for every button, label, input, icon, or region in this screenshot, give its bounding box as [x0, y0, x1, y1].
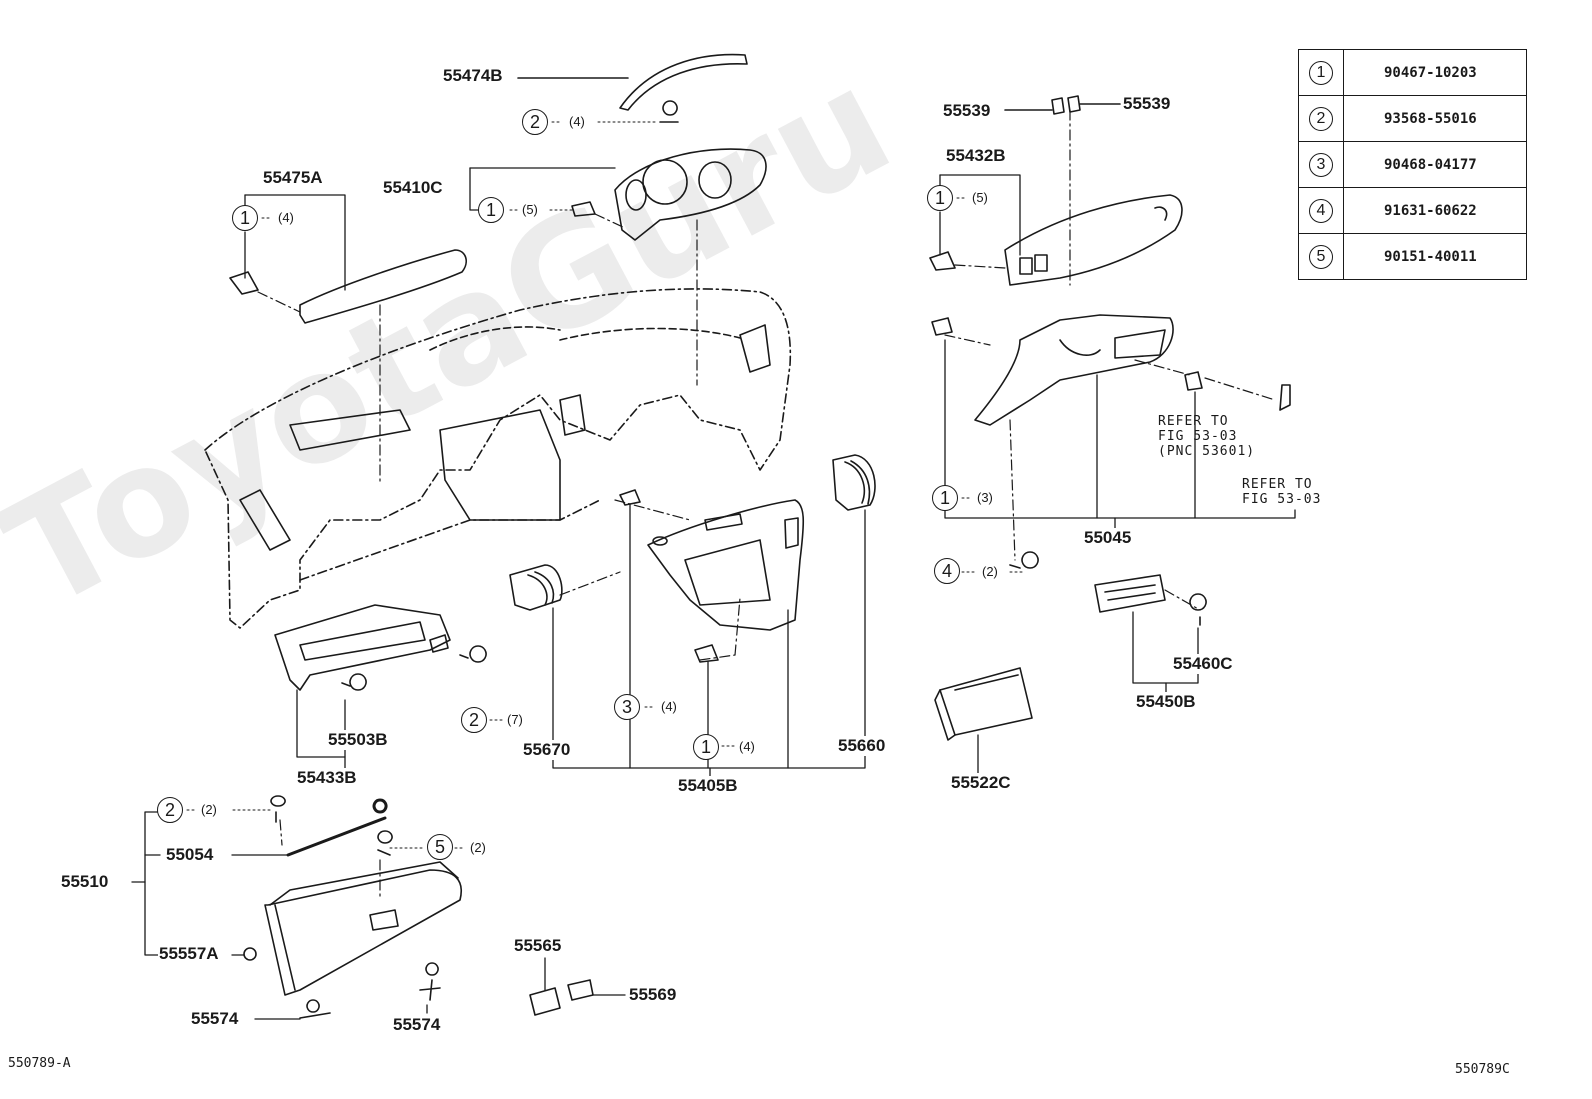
callout-circle: 1 — [232, 205, 258, 231]
label-55565: 55565 — [513, 936, 563, 956]
label-55522c: 55522C — [950, 773, 1012, 793]
figure-code-left: 550789-A — [8, 1056, 71, 1071]
legend-part: 91631-60622 — [1343, 187, 1527, 234]
switch-panel-55432b — [1004, 194, 1183, 286]
legend-row: 5 90151-40011 — [1298, 233, 1527, 280]
callout-circle: 2 — [157, 797, 183, 823]
label-55569: 55569 — [628, 985, 678, 1005]
legend-num: 1 — [1309, 60, 1333, 85]
label-55475a: 55475A — [262, 168, 324, 188]
callout-circle: 1 — [927, 185, 953, 211]
legend-part: 93568-55016 — [1343, 95, 1527, 142]
legend-part: 90467-10203 — [1343, 49, 1527, 96]
label-55045: 55045 — [1083, 528, 1133, 548]
refer-note-53601: REFER TO FIG 53-03 (PNC 53601) — [1158, 414, 1256, 459]
callout-qty: (2) — [470, 840, 486, 855]
label-55539-left: 55539 — [942, 101, 992, 121]
label-55539-right: 55539 — [1122, 94, 1172, 114]
vent-55670 — [509, 564, 563, 611]
label-55405b: 55405B — [677, 776, 739, 796]
label-55433b: 55433B — [296, 768, 358, 788]
callout-qty: (7) — [507, 712, 523, 727]
glove-box-55510 — [264, 861, 462, 996]
callout-qty: (4) — [278, 210, 294, 225]
trim-strip-55474b — [619, 53, 748, 111]
callout-qty: (2) — [982, 564, 998, 579]
label-55510: 55510 — [60, 872, 110, 892]
box-55522c — [934, 667, 1033, 741]
legend-table: 1 90467-10203 2 93568-55016 3 90468-0417… — [1298, 49, 1527, 280]
callout-qty: (2) — [201, 802, 217, 817]
lower-panel-55045 — [974, 314, 1174, 426]
label-55474b: 55474B — [442, 66, 504, 86]
callout-circle: 1 — [932, 485, 958, 511]
legend-row: 1 90467-10203 — [1298, 49, 1527, 96]
legend-num: 3 — [1309, 152, 1333, 177]
label-55054: 55054 — [165, 845, 215, 865]
label-55670: 55670 — [522, 740, 572, 760]
label-55660: 55660 — [837, 736, 887, 756]
legend-part: 90468-04177 — [1343, 141, 1527, 188]
meter-hood-55410c — [614, 148, 767, 241]
glove-trim-55475a — [299, 249, 467, 324]
figure-code-right: 550789C — [1455, 1062, 1510, 1077]
callout-circle: 5 — [427, 834, 453, 860]
callout-circle: 2 — [461, 707, 487, 733]
callout-qty: (5) — [972, 190, 988, 205]
legend-row: 2 93568-55016 — [1298, 95, 1527, 142]
bracket-55450b — [1094, 574, 1166, 613]
label-55432b: 55432B — [945, 146, 1007, 166]
callout-circle: 1 — [693, 734, 719, 760]
label-55574-left: 55574 — [190, 1009, 240, 1029]
legend-part: 90151-40011 — [1343, 233, 1527, 280]
callout-circle: 3 — [614, 694, 640, 720]
vent-55660 — [832, 454, 876, 511]
callout-circle: 1 — [478, 197, 504, 223]
callout-qty: (4) — [661, 699, 677, 714]
center-cluster-55405b — [647, 499, 805, 631]
legend-row: 4 91631-60622 — [1298, 187, 1527, 234]
label-55410c: 55410C — [382, 178, 444, 198]
legend-num: 5 — [1309, 244, 1333, 269]
legend-num: 2 — [1309, 106, 1333, 131]
callout-circle: 4 — [934, 558, 960, 584]
label-55450b: 55450B — [1135, 692, 1197, 712]
instrument-panel — [204, 288, 792, 629]
label-55460c: 55460C — [1172, 654, 1234, 674]
callout-circle: 2 — [522, 109, 548, 135]
callout-qty: (4) — [569, 114, 585, 129]
callout-qty: (5) — [522, 202, 538, 217]
callout-qty: (3) — [977, 490, 993, 505]
glove-door-55433b — [274, 604, 451, 691]
label-55574-right: 55574 — [392, 1015, 442, 1035]
legend-num: 4 — [1309, 198, 1333, 223]
legend-row: 3 90468-04177 — [1298, 141, 1527, 188]
refer-note-53-03: REFER TO FIG 53-03 — [1242, 477, 1322, 507]
callout-qty: (4) — [739, 739, 755, 754]
label-55557a: 55557A — [158, 944, 220, 964]
label-55503b: 55503B — [327, 730, 389, 750]
